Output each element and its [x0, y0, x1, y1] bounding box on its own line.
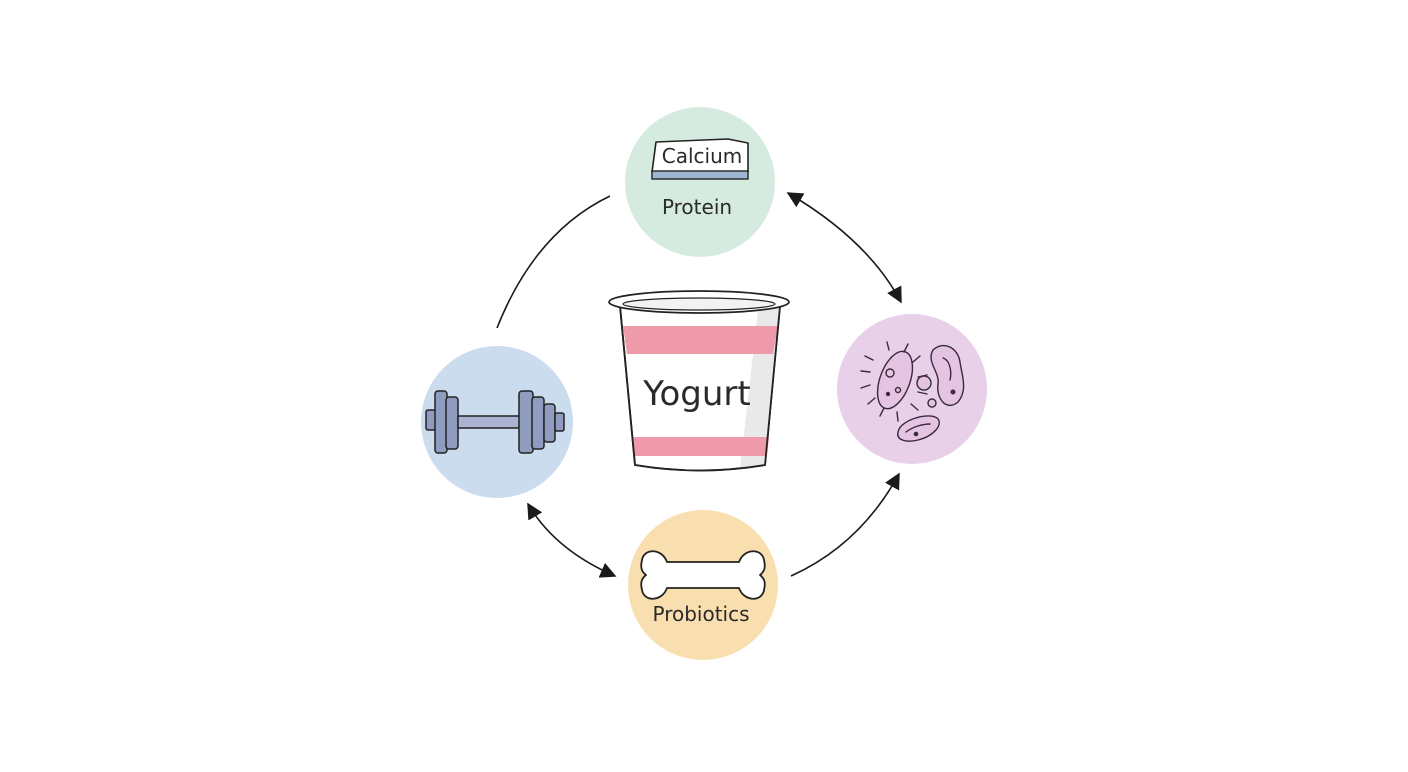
dumbbell-icon [425, 390, 565, 454]
connector-top-right [786, 192, 902, 304]
yogurt-cup-icon: Yogurt [608, 290, 790, 472]
node-top-caption: Protein [662, 195, 732, 219]
center-label: Yogurt [642, 374, 751, 414]
node-left [421, 346, 573, 498]
calcium-block-icon: Calcium [651, 138, 749, 180]
node-right [837, 314, 987, 464]
connector-left-bottom [527, 502, 617, 578]
connector-left-top [496, 195, 611, 329]
node-bottom-caption: Probiotics [652, 602, 749, 626]
node-bottom: Probiotics [628, 510, 778, 660]
node-top: Calcium Protein [625, 107, 775, 257]
node-top-circle [625, 107, 775, 257]
calcium-tag-text: Calcium [662, 144, 743, 168]
bone-icon [640, 550, 766, 600]
bacteria-icon [860, 341, 965, 442]
connector-bottom-right [790, 472, 900, 577]
